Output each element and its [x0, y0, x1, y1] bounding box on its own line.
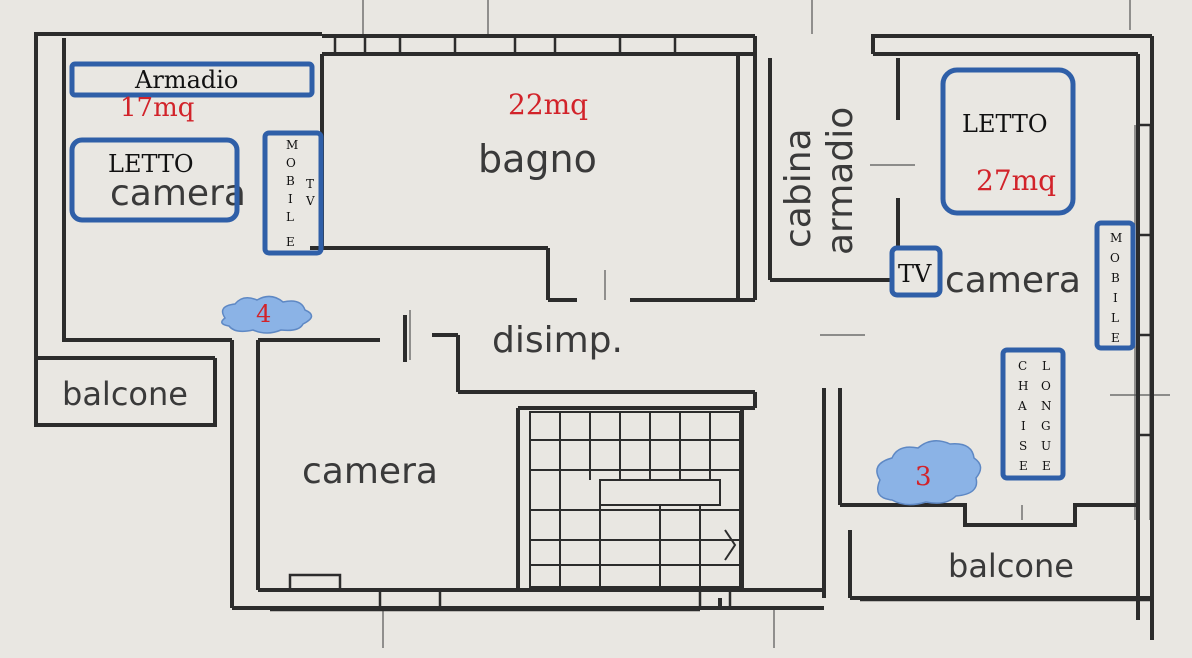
room-label-disimpegno: disimp. — [492, 320, 623, 361]
mobile-right-letter: B — [1111, 271, 1120, 285]
chaise-letter: E — [1019, 459, 1028, 473]
longue-letter: O — [1041, 379, 1051, 393]
chaise-letter: C — [1018, 359, 1027, 373]
longue-letters: L O N G U E — [1041, 359, 1052, 473]
room-label-balcone-right: balcone — [948, 547, 1074, 585]
area-label-camera-top-left: 17mq — [120, 93, 194, 123]
tv-left-letters: T V — [305, 177, 315, 208]
tv-left-letter: V — [305, 194, 315, 208]
letto-right-label: LETTO — [962, 110, 1048, 138]
room-label-camera-bottom: camera — [302, 451, 438, 492]
mobile-left-letter: E — [286, 235, 295, 249]
chaise-longue-box — [1000, 347, 1066, 481]
chaise-letter: H — [1018, 379, 1028, 393]
cloud-4-label: 4 — [256, 300, 271, 328]
armadio-label: Armadio — [134, 66, 238, 94]
chaise-letter: S — [1019, 439, 1027, 453]
room-label-balcone-left: balcone — [62, 375, 188, 413]
letto-left-label: LETTO — [108, 150, 194, 178]
room-label-bagno: bagno — [478, 137, 597, 181]
room-labels: camera bagno cabina armadio camera disim… — [62, 107, 1081, 585]
cloud-3-shape — [876, 440, 982, 506]
chaise-letter: A — [1017, 399, 1027, 413]
area-label-bagno: 22mq — [508, 88, 588, 121]
mobile-right-box — [1094, 220, 1136, 351]
mobile-right-letter: L — [1111, 311, 1119, 325]
longue-letter: G — [1041, 419, 1051, 433]
mobile-left-letter: L — [286, 210, 294, 224]
longue-letter: U — [1041, 439, 1051, 453]
letto-left-box — [69, 137, 240, 223]
mobile-left-letter: M — [286, 138, 298, 152]
cloud-3-label: 3 — [915, 462, 932, 492]
longue-letter: L — [1042, 359, 1050, 373]
staircase — [529, 411, 741, 588]
chaise-letter: I — [1021, 419, 1026, 433]
tv-right-label: TV — [898, 260, 932, 288]
mobile-right-letters: M O B I L E — [1110, 231, 1122, 345]
cloud-4-shape — [221, 295, 313, 334]
longue-letter: N — [1041, 399, 1052, 413]
mobile-left-letter: I — [288, 192, 293, 206]
area-labels: 17mq 22mq 27mq — [120, 88, 1056, 197]
cloud-markers: 4 3 — [221, 295, 982, 506]
mobile-left-letter: O — [286, 156, 296, 170]
tv-left-letter: T — [306, 177, 314, 191]
mobile-right-letter: O — [1110, 251, 1120, 265]
mobile-tv-left-box — [262, 130, 324, 256]
mobile-left-letter: B — [286, 174, 295, 188]
chaise-letters: C H A I S E — [1017, 359, 1028, 473]
furniture-labels: Armadio LETTO LETTO TV M O B I L E T V M… — [108, 66, 1122, 473]
mobile-right-letter: M — [1110, 231, 1122, 245]
room-label-cabina: cabina — [778, 128, 819, 248]
tv-right-box — [889, 245, 943, 298]
annotation-boxes — [69, 61, 1136, 481]
mobile-right-letter: E — [1111, 331, 1120, 345]
armadio-box — [69, 61, 315, 98]
longue-letter: E — [1042, 459, 1051, 473]
mobile-right-letter: I — [1113, 291, 1118, 305]
room-label-camera-top-left: camera — [110, 173, 246, 214]
area-label-camera-right: 27mq — [976, 164, 1056, 197]
mobile-left-letters: M O B I L E — [286, 138, 298, 249]
letto-right-box — [940, 67, 1076, 216]
room-label-camera-right: camera — [945, 260, 1081, 301]
windows — [270, 34, 1154, 612]
room-label-armadio: armadio — [820, 107, 861, 255]
